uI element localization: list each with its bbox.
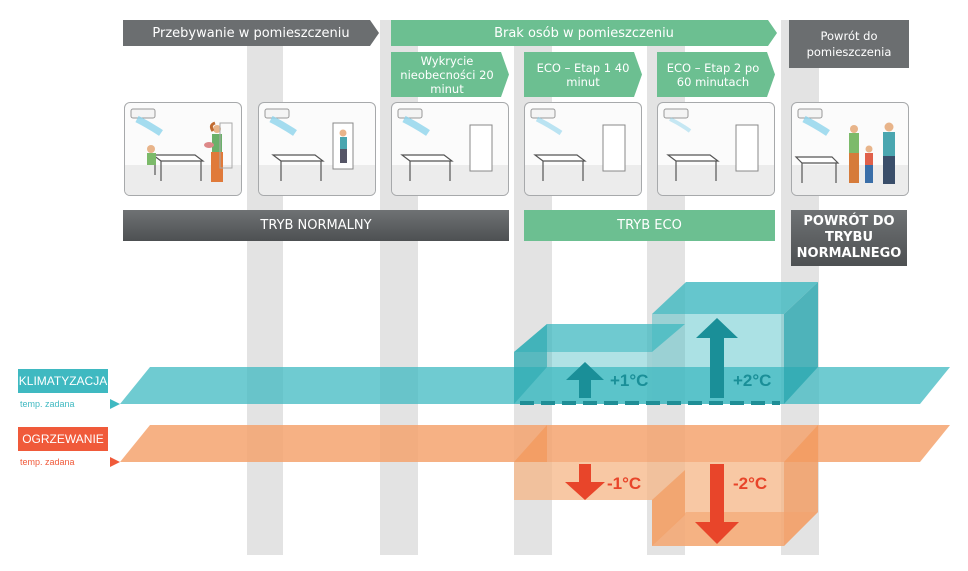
scene-empty-room-3 bbox=[657, 102, 775, 196]
stage-eco-1: ECO – Etap 1 40 minut bbox=[524, 52, 642, 97]
cooling-band bbox=[120, 367, 950, 404]
phase-absence: Brak osób w pomieszczeniu bbox=[391, 20, 777, 46]
mode-return: POWRÓT DO TRYBU NORMALNEGO bbox=[791, 210, 907, 266]
mode-normal: TRYB NORMALNY bbox=[123, 210, 509, 241]
air-conditioner-icon bbox=[797, 108, 823, 119]
arrow-down-icon bbox=[695, 464, 739, 544]
scene-person-sitting bbox=[124, 102, 242, 196]
arrow-up-icon bbox=[566, 362, 604, 398]
person-icon bbox=[339, 129, 347, 163]
heating-setpoint-marker bbox=[110, 457, 120, 467]
scene-family-return bbox=[791, 102, 909, 196]
cooling-setpoint-marker bbox=[110, 399, 120, 409]
air-conditioner-icon bbox=[397, 108, 423, 119]
mode-eco: TRYB ECO bbox=[524, 210, 775, 241]
table-icon bbox=[666, 154, 720, 181]
cooling-step-1 bbox=[514, 324, 685, 404]
scene-person-leaving bbox=[258, 102, 376, 196]
stage-detection: Wykrycie nieobecności 20 minut bbox=[391, 52, 509, 97]
phase-return: Powrót do pomieszczenia bbox=[789, 20, 909, 68]
phase-presence: Przebywanie w pomieszczeniu bbox=[123, 20, 379, 46]
person-icon bbox=[147, 145, 156, 165]
table-icon bbox=[151, 154, 205, 181]
door-icon bbox=[469, 124, 493, 172]
air-conditioner-icon bbox=[530, 108, 556, 119]
table-icon bbox=[794, 156, 840, 183]
legend-heating: OGRZEWANIE bbox=[18, 427, 108, 451]
cooling-stage-2-label: +2°C bbox=[733, 371, 771, 390]
arrow-up-icon bbox=[696, 318, 738, 398]
air-conditioner-icon bbox=[130, 108, 156, 119]
air-conditioner-icon bbox=[264, 108, 290, 119]
stage-eco-2: ECO – Etap 2 po 60 minutach bbox=[657, 52, 775, 97]
person-icon bbox=[883, 122, 895, 184]
heating-stage-1-label: -1°C bbox=[607, 474, 641, 493]
table-icon bbox=[533, 154, 587, 181]
cooling-stage-1-label: +1°C bbox=[610, 371, 648, 390]
person-icon bbox=[849, 125, 859, 183]
air-conditioner-icon bbox=[663, 108, 689, 119]
door-icon bbox=[735, 124, 759, 172]
person-icon bbox=[865, 145, 873, 183]
table-icon bbox=[400, 154, 454, 181]
arrow-down-icon bbox=[565, 464, 605, 500]
table-icon bbox=[271, 154, 325, 181]
heating-stage-2-label: -2°C bbox=[733, 474, 767, 493]
door-icon bbox=[602, 124, 626, 172]
legend-cooling-setpoint: temp. zadana bbox=[20, 399, 75, 409]
legend-heating-setpoint: temp. zadana bbox=[20, 457, 75, 467]
legend-cooling: KLIMATYZACJA bbox=[18, 369, 108, 393]
scene-empty-room-2 bbox=[524, 102, 642, 196]
scene-empty-room-1 bbox=[391, 102, 509, 196]
